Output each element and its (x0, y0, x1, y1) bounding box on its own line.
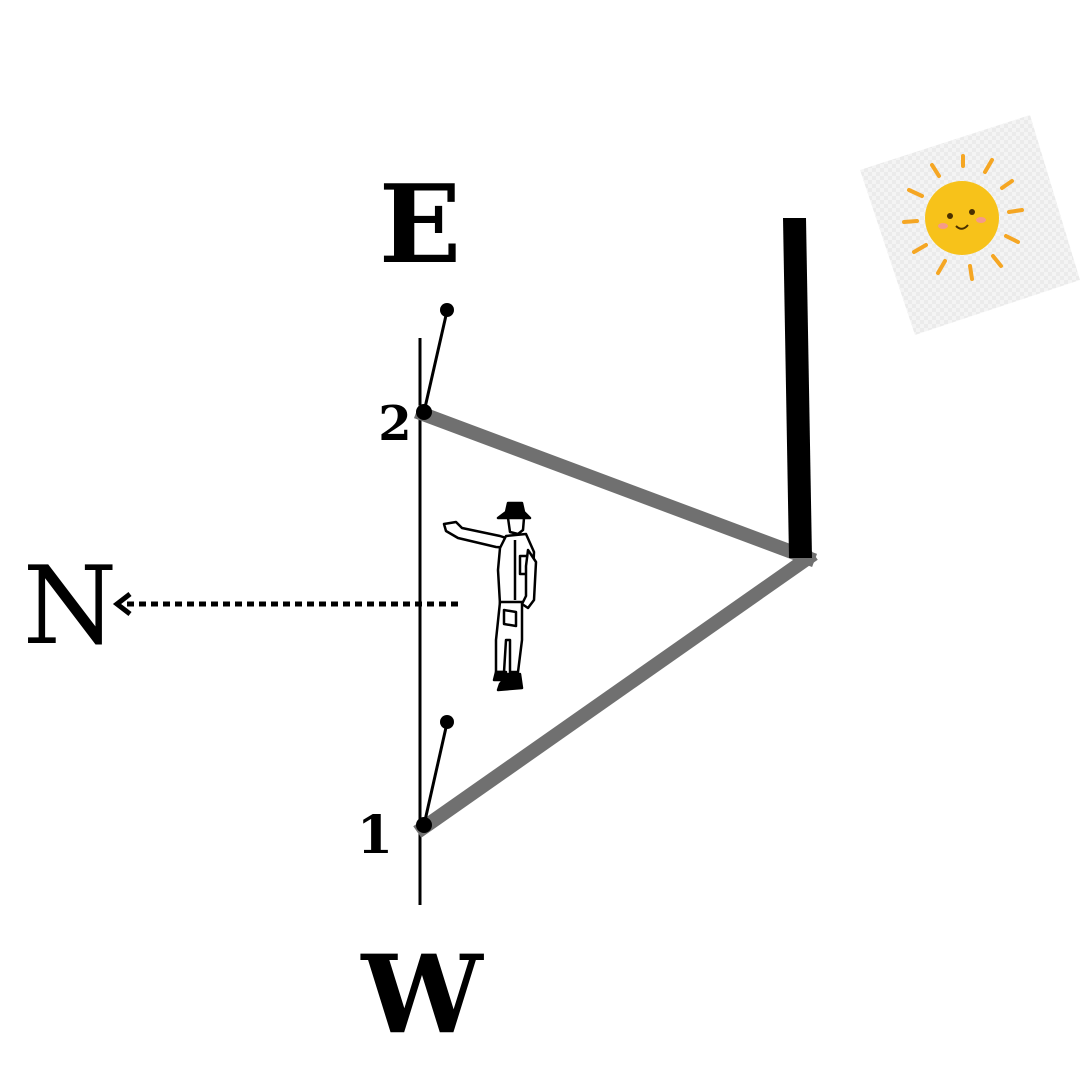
north-direction-arrow (112, 592, 458, 616)
point-2-label: 2 (378, 396, 411, 452)
east-label: E (379, 162, 461, 288)
point-1-label: 1 (357, 805, 393, 866)
sight-lines (413, 404, 818, 838)
point-2-marker (416, 303, 454, 420)
north-label: N (23, 544, 118, 669)
west-label: W (360, 932, 484, 1058)
sight-line-from-point-2 (413, 404, 818, 568)
sight-line-from-point-1 (413, 548, 818, 838)
sun-icon (860, 115, 1080, 335)
man-pointing-icon (442, 501, 538, 692)
vertical-pole (783, 218, 812, 558)
point-1-marker (416, 715, 454, 833)
